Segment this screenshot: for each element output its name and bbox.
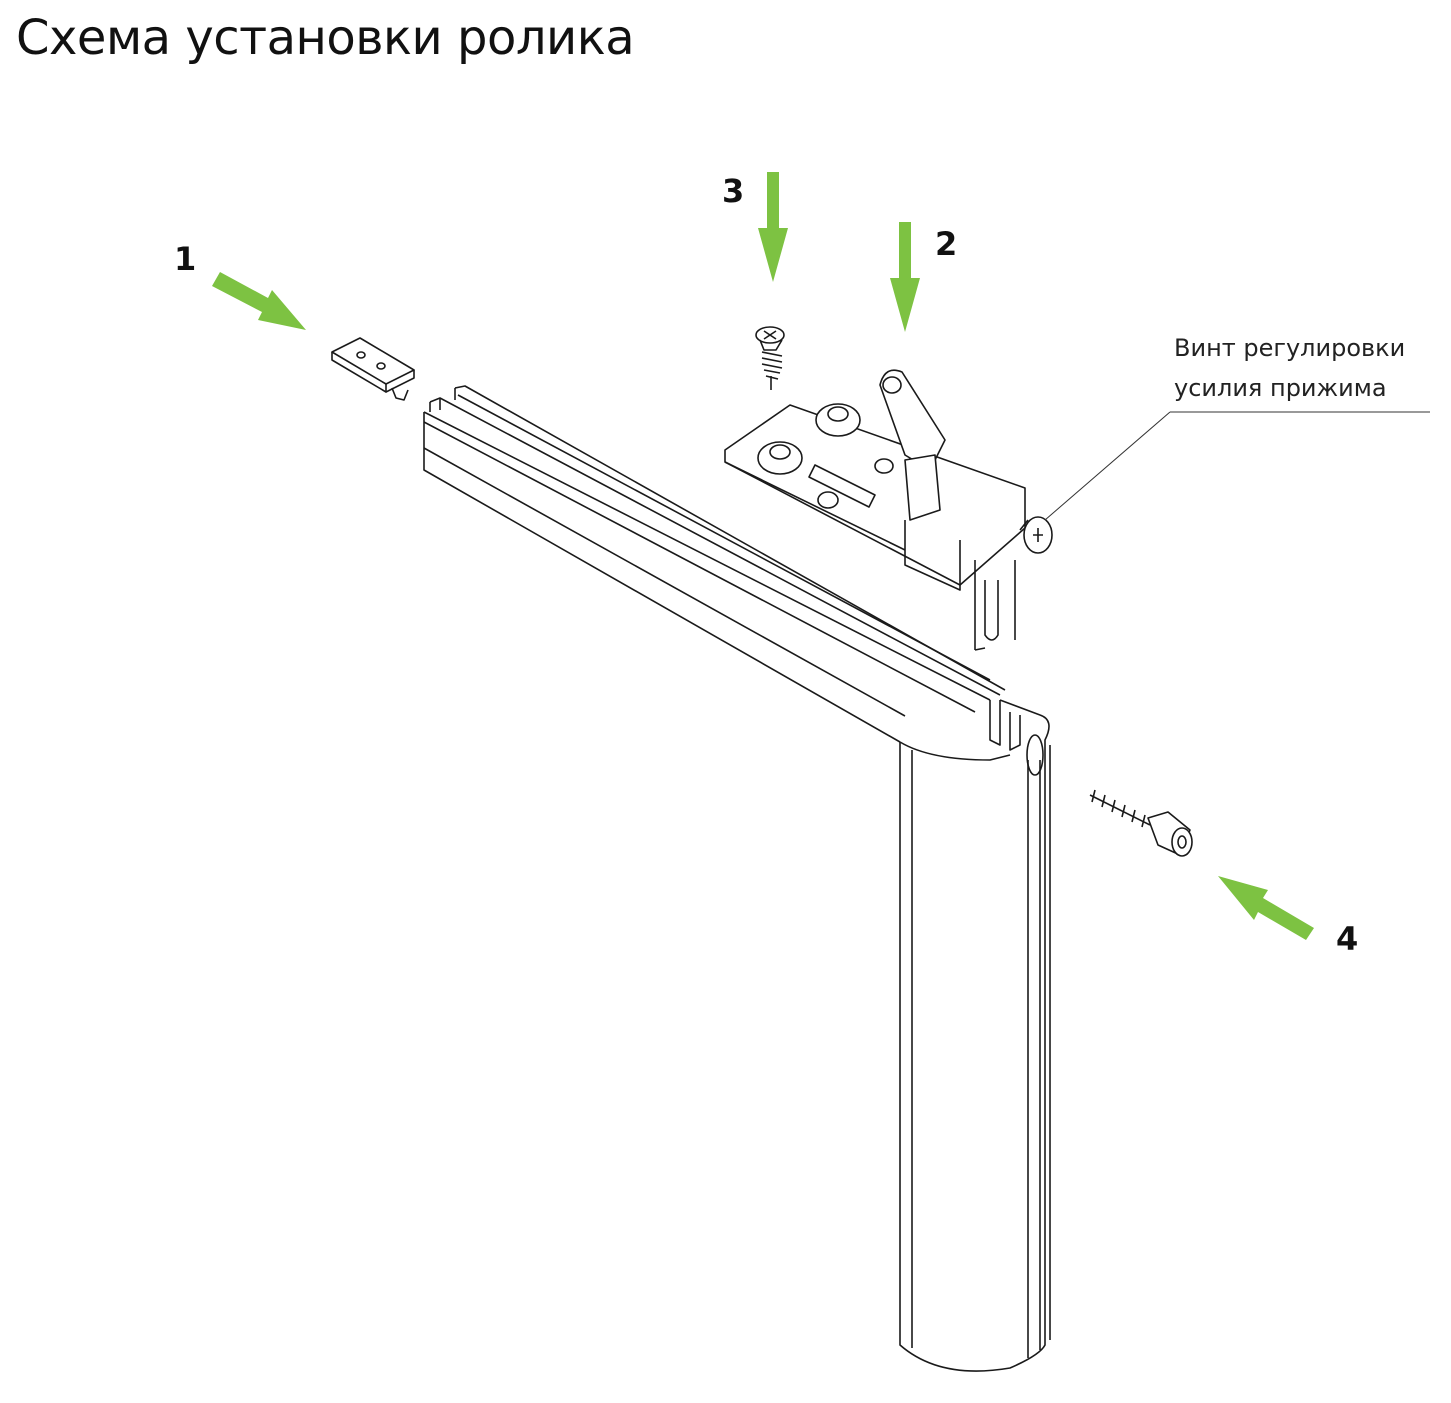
end-clip-part	[331, 337, 415, 401]
screw-4-part	[1089, 789, 1193, 857]
callout-line-1: Винт регулировки	[1174, 334, 1406, 362]
arrow-3-icon	[758, 172, 788, 282]
marker-2-label: 2	[935, 225, 958, 263]
vertical-post-profile	[899, 699, 1051, 1372]
arrow-2-icon	[890, 222, 920, 332]
marker-1-label: 1	[174, 240, 197, 278]
diagram-title: Схема установки ролика	[16, 10, 635, 66]
horizontal-rail-profile	[423, 385, 1011, 761]
marker-3-label: 3	[722, 172, 745, 210]
roller-mechanism-part	[724, 369, 1026, 651]
adjustment-screw-part	[1019, 516, 1053, 554]
screw-3-part	[755, 326, 785, 390]
callout-leader-line	[1044, 411, 1430, 521]
marker-4-label: 4	[1336, 920, 1359, 958]
arrow-1-icon	[212, 272, 306, 330]
callout-line-2: усилия прижима	[1174, 374, 1387, 402]
arrow-4-icon	[1218, 876, 1314, 940]
